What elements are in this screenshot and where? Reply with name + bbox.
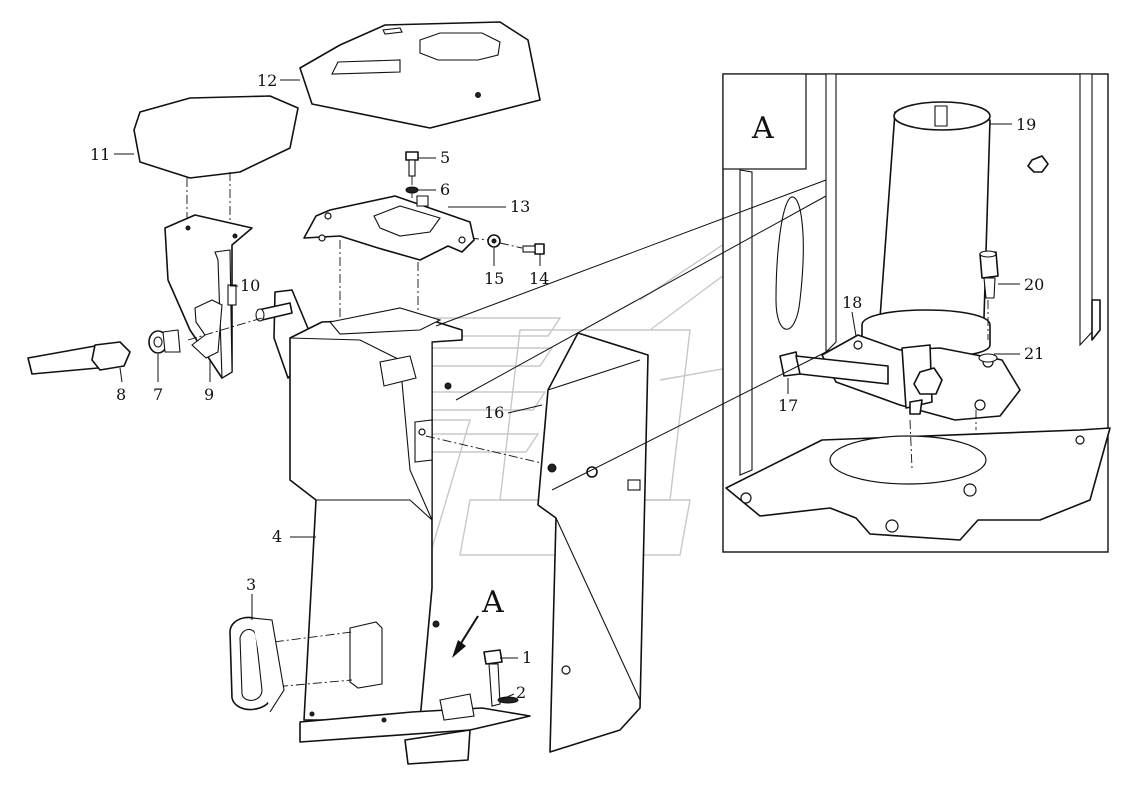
callout-18: 18 xyxy=(842,293,862,312)
part-pad xyxy=(133,95,299,222)
callout-2: 2 xyxy=(516,683,526,702)
callout-8: 8 xyxy=(116,385,126,404)
callout-21: 21 xyxy=(1024,344,1044,363)
callout-14: 14 xyxy=(529,269,549,288)
detail-screw-20 xyxy=(979,250,999,340)
part-mounting-plate xyxy=(303,195,475,330)
callout-9: 9 xyxy=(204,385,214,404)
part-column-housing xyxy=(289,307,531,765)
callout-20: 20 xyxy=(1024,275,1044,294)
callout-10: 10 xyxy=(240,276,260,295)
callout-15: 15 xyxy=(484,269,504,288)
callout-16: 16 xyxy=(484,403,504,422)
detail-view-label: A xyxy=(751,111,774,146)
callouts: 1 2 3 4 5 6 7 8 9 10 11 12 13 14 15 16 1 xyxy=(90,71,1044,702)
part-bracket xyxy=(164,214,253,379)
detail-washer-21 xyxy=(978,353,998,363)
callout-4: 4 xyxy=(272,527,282,546)
callout-6: 6 xyxy=(440,180,450,199)
part-bolt-14 xyxy=(522,243,545,255)
part-grommet xyxy=(229,616,285,713)
part-bolt-1 xyxy=(483,649,503,707)
callout-5: 5 xyxy=(440,148,450,167)
part-side-panel xyxy=(537,332,649,753)
part-washer-6 xyxy=(405,186,419,194)
detail-wall-nut xyxy=(1027,155,1049,173)
callout-19: 19 xyxy=(1016,115,1036,134)
callout-13: 13 xyxy=(510,197,530,216)
detail-nut xyxy=(913,367,943,395)
detail-view-panel: A xyxy=(722,73,1111,553)
callout-1: 1 xyxy=(522,648,532,667)
callout-12: 12 xyxy=(257,71,277,90)
view-marker-label: A xyxy=(481,585,504,620)
callout-11: 11 xyxy=(90,145,110,164)
part-bushing xyxy=(148,329,181,354)
callout-17: 17 xyxy=(778,396,798,415)
part-top-cover xyxy=(299,21,541,129)
callout-3: 3 xyxy=(246,575,256,594)
part-knob xyxy=(27,341,131,375)
assembly-line-grommet xyxy=(257,631,353,689)
callout-7: 7 xyxy=(153,385,163,404)
part-bolt-5 xyxy=(405,151,419,198)
detail-screw-17 xyxy=(779,351,889,385)
detail-tube xyxy=(879,101,991,319)
view-direction-arrow: A xyxy=(452,585,504,658)
assembly-line-knob xyxy=(187,317,263,341)
part-washer-15 xyxy=(469,234,523,249)
projection-lines xyxy=(435,179,827,491)
